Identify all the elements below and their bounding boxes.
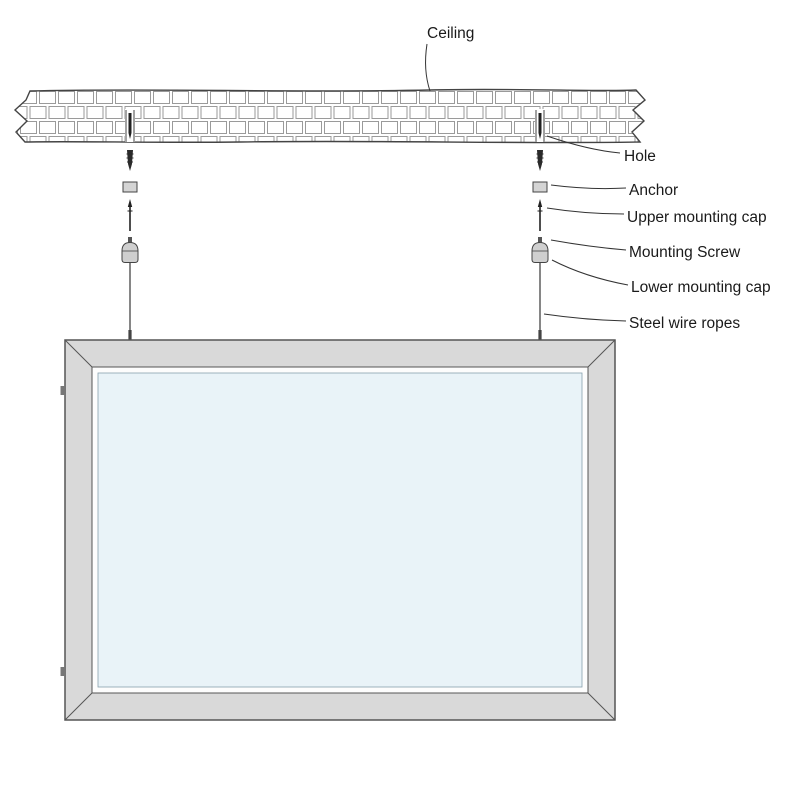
- lower-mounting-cap: [531, 237, 549, 263]
- ceiling-hole: [125, 109, 135, 142]
- upper-mounting-cap-pin: [537, 199, 543, 231]
- ceiling-slab: [13, 88, 647, 144]
- mounting-assembly-left: [121, 109, 139, 341]
- panel-side-tabs: [60, 386, 65, 676]
- label-hole: Hole: [624, 148, 656, 165]
- anchor-block: [532, 181, 548, 193]
- label-ceiling: Ceiling: [427, 25, 474, 42]
- leader-anchor: [550, 184, 627, 190]
- panel-face: [97, 372, 583, 688]
- leader-lines: [425, 43, 629, 322]
- mounting-assembly-right: [531, 109, 549, 341]
- hanging-panel: [60, 339, 616, 721]
- labels: Ceiling Hole Anchor Upper mounting cap M…: [427, 25, 771, 332]
- lower-mounting-cap: [121, 237, 139, 263]
- ceiling-hole: [535, 109, 545, 142]
- leader-upper-mounting-cap: [546, 207, 625, 215]
- panel-corner-miters: [64, 339, 616, 721]
- expansion-screw: [126, 150, 134, 171]
- steel-wire-rope: [538, 262, 542, 341]
- upper-mounting-cap-pin: [127, 199, 133, 231]
- label-lower-mounting-cap: Lower mounting cap: [631, 279, 771, 296]
- label-anchor: Anchor: [629, 182, 678, 199]
- ceiling-section: [13, 88, 647, 144]
- label-upper-mounting-cap: Upper mounting cap: [627, 209, 767, 226]
- label-mounting-screw: Mounting Screw: [629, 244, 741, 261]
- leader-ceiling: [425, 43, 431, 92]
- leader-steel-wire-ropes: [543, 313, 627, 322]
- expansion-screw: [536, 150, 544, 171]
- leader-mounting-screw: [550, 239, 627, 251]
- label-steel-wire-ropes: Steel wire ropes: [629, 315, 740, 332]
- leader-lower-mounting-cap: [551, 259, 629, 286]
- steel-wire-rope: [128, 262, 132, 341]
- anchor-block: [122, 181, 138, 193]
- leader-hole: [546, 135, 621, 154]
